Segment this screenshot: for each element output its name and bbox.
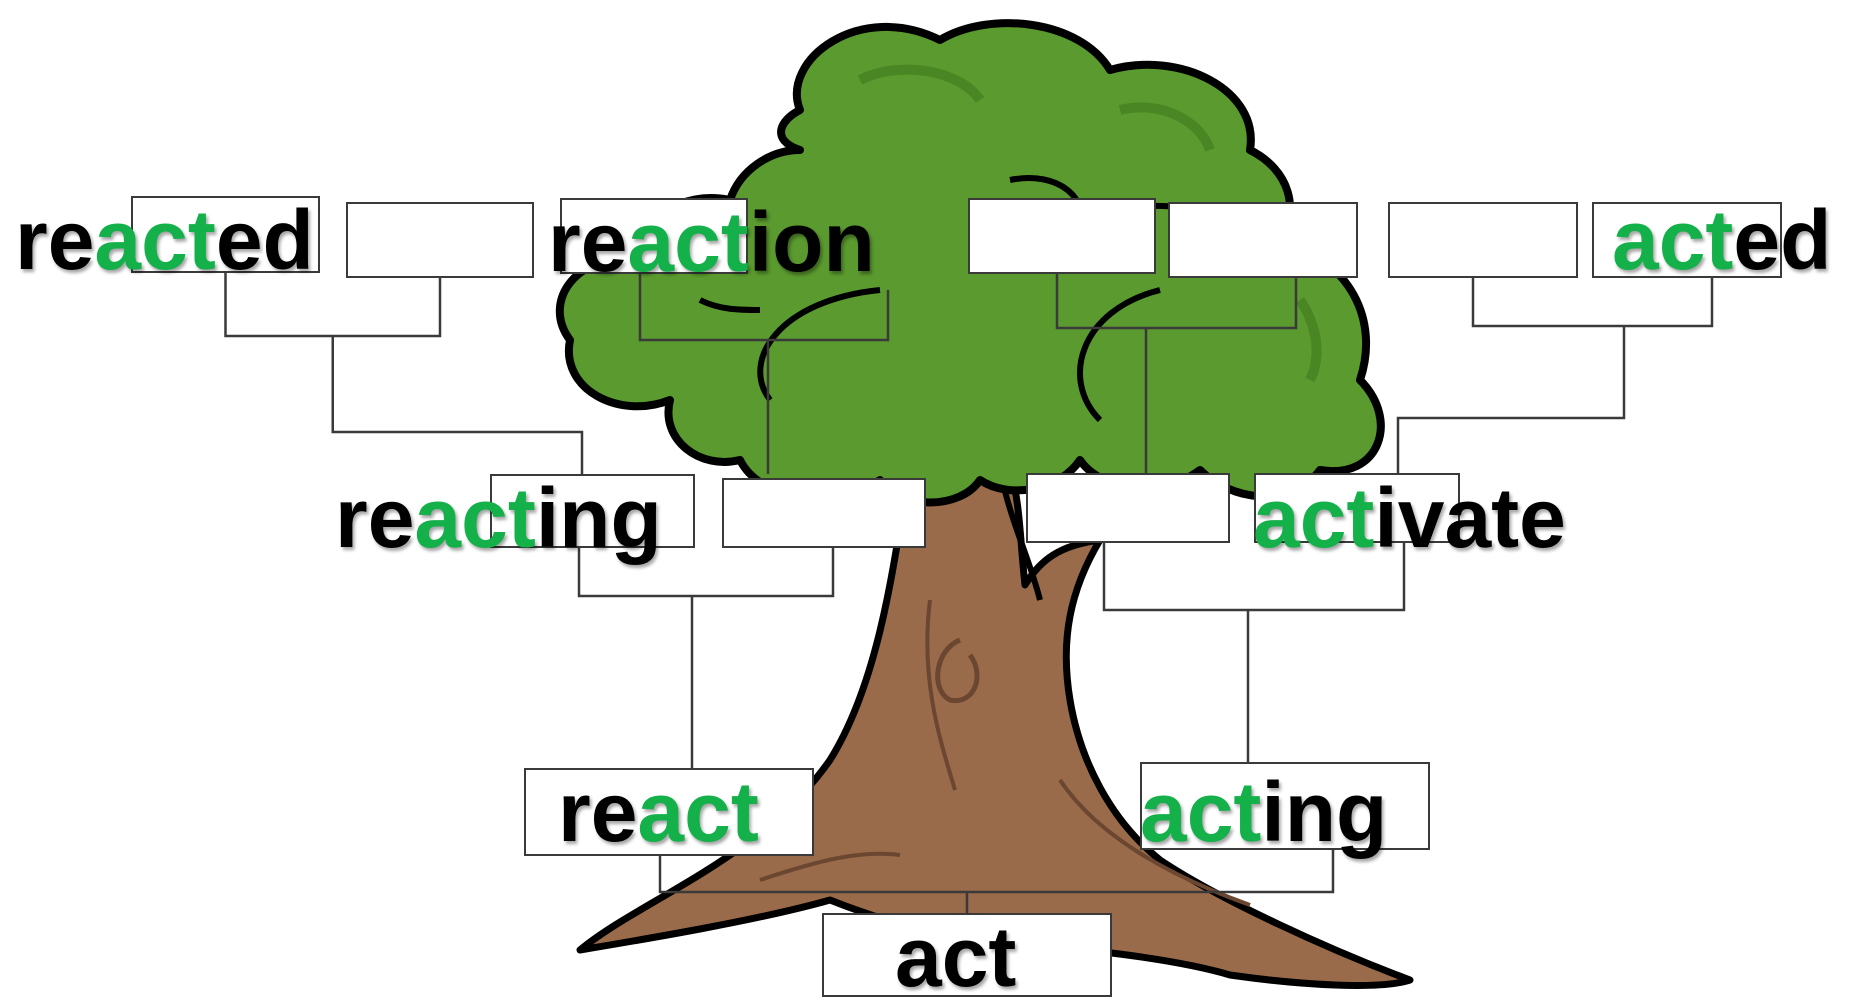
foliage-shade — [1295, 297, 1322, 383]
level2-1-box — [722, 478, 926, 548]
affix-part: re — [548, 195, 628, 289]
level3-1-box — [346, 202, 534, 278]
level1-0-box — [524, 768, 814, 856]
foliage-shade — [1118, 102, 1215, 152]
root-part: act — [1612, 193, 1734, 287]
level3-4-box — [1168, 202, 1358, 278]
trunk-grain — [759, 851, 901, 882]
root-box — [822, 913, 1112, 997]
root-part: act — [94, 193, 216, 287]
affix-part: ivate — [1374, 471, 1566, 565]
affix-part: ing — [1261, 765, 1388, 859]
level3-5-box — [1388, 202, 1578, 278]
affix-part: ed — [1733, 193, 1832, 287]
root-part: act — [627, 195, 749, 289]
affix-part: ing — [535, 471, 662, 565]
trunk-grain — [925, 599, 957, 791]
affix-part: re — [335, 471, 415, 565]
stem-acted — [1396, 326, 1626, 473]
level3-6-box — [1592, 202, 1782, 278]
stem-reacted — [331, 336, 584, 474]
bracket-middle — [1055, 274, 1298, 330]
bracket-right-l2 — [1102, 543, 1406, 612]
root-part: act — [1253, 471, 1375, 565]
root-part: act — [637, 765, 759, 859]
level1-1-word: acting — [1140, 770, 1387, 854]
level3-3-box — [968, 198, 1156, 274]
bracket-acted — [1471, 278, 1714, 328]
level3-2-box — [560, 198, 748, 274]
level2-0-word: reacting — [335, 476, 662, 560]
level3-0-box — [131, 196, 320, 273]
connector-lines — [224, 273, 1714, 913]
bracket-l1 — [658, 850, 1335, 894]
level3-6-word: acted — [1612, 198, 1831, 282]
level3-0-word: reacted — [15, 198, 314, 282]
level2-3-box — [1254, 473, 1460, 543]
affix-part: re — [15, 193, 95, 287]
foliage-curl — [1077, 287, 1161, 423]
level2-0-box — [490, 474, 695, 548]
foliage-curl — [698, 297, 761, 313]
affix-part: act — [895, 910, 1017, 1004]
level2-3-word: activate — [1253, 476, 1566, 560]
root-word: act — [895, 915, 1016, 999]
root-part: act — [414, 471, 536, 565]
affix-part: re — [558, 765, 638, 859]
foliage-shade — [857, 64, 985, 104]
trunk-grain — [1058, 778, 1251, 907]
affix-part: ion — [748, 195, 875, 289]
affix-part: ed — [215, 193, 314, 287]
bracket-reaction — [638, 274, 890, 342]
level3-2-word: reaction — [548, 200, 875, 284]
trunk-knot — [935, 637, 980, 703]
foliage-curl — [757, 287, 881, 402]
bracket-left-l2 — [577, 548, 835, 598]
level2-2-box — [1026, 473, 1230, 543]
level1-0-word: react — [558, 770, 759, 854]
level1-1-box — [1140, 762, 1430, 850]
root-part: act — [1140, 765, 1262, 859]
